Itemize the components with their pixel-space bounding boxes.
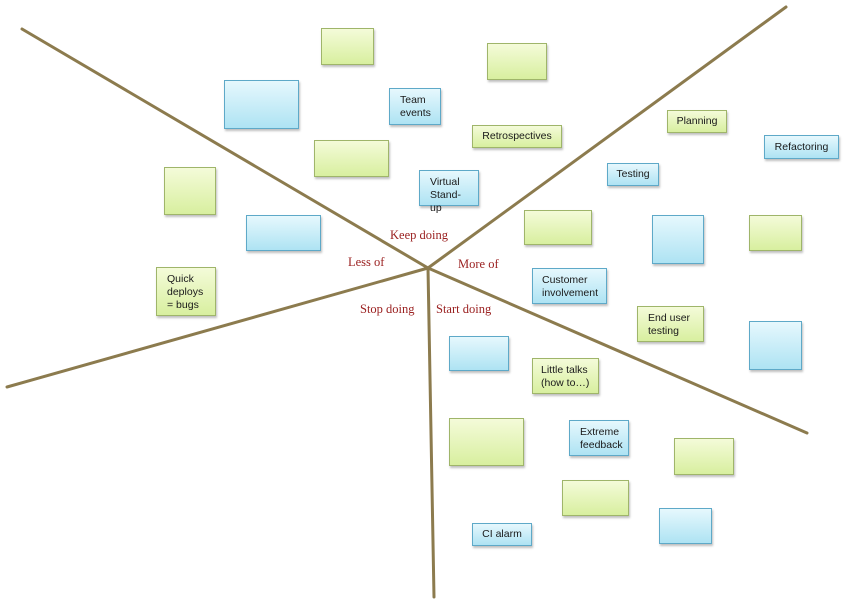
note-text: Testing: [616, 168, 650, 180]
note-text: End user testing: [648, 312, 691, 337]
note-text: Planning: [676, 115, 718, 127]
sticky-note[interactable]: [449, 418, 524, 466]
label-more-of: More of: [458, 257, 499, 271]
note-text: Virtual Stand-up: [430, 176, 461, 214]
note-text: Quick deploys = bugs: [167, 273, 204, 311]
axis-line-upper-right: [426, 5, 788, 270]
note-refactoring[interactable]: Refactoring: [764, 135, 839, 159]
axis-line-lower-right: [426, 266, 809, 435]
sticky-note[interactable]: [314, 140, 389, 177]
axis-line-lower-left: [5, 266, 430, 389]
sticky-note[interactable]: [749, 215, 802, 251]
note-little-talks[interactable]: Little talks (how to…): [532, 358, 599, 394]
sticky-note[interactable]: [562, 480, 629, 516]
note-text: Customer involvement: [542, 274, 599, 299]
sticky-note[interactable]: [164, 167, 216, 215]
sticky-note[interactable]: [321, 28, 374, 65]
note-text: Little talks (how to…): [541, 364, 590, 389]
sticky-note[interactable]: [449, 336, 509, 371]
axis-line-bottom: [426, 266, 436, 599]
note-testing[interactable]: Testing: [607, 163, 659, 186]
note-text: Refactoring: [774, 140, 829, 153]
note-team-events[interactable]: Team events: [389, 88, 441, 125]
sticky-note[interactable]: [659, 508, 712, 544]
note-text: Retrospectives: [482, 130, 552, 142]
note-quick-deploys-bugs[interactable]: Quick deploys = bugs: [156, 267, 216, 316]
sticky-note[interactable]: [487, 43, 547, 80]
note-text: Team events: [400, 94, 431, 119]
sticky-note[interactable]: [246, 215, 321, 251]
sticky-note[interactable]: [749, 321, 802, 370]
sticky-note[interactable]: [674, 438, 734, 475]
label-stop-doing: Stop doing: [360, 302, 415, 316]
label-less-of: Less of: [348, 255, 385, 269]
sticky-note[interactable]: [524, 210, 592, 245]
note-virtual-standup[interactable]: Virtual Stand-up: [419, 170, 479, 214]
note-text: Extreme feedback: [580, 426, 623, 451]
label-start-doing: Start doing: [436, 302, 492, 316]
note-end-user-testing[interactable]: End user testing: [637, 306, 704, 342]
note-text: CI alarm: [482, 528, 522, 540]
note-ci-alarm[interactable]: CI alarm: [472, 523, 532, 546]
note-planning[interactable]: Planning: [667, 110, 727, 133]
note-retrospectives[interactable]: Retrospectives: [472, 125, 562, 148]
sticky-note[interactable]: [652, 215, 704, 264]
label-keep-doing: Keep doing: [390, 228, 448, 242]
note-customer-involvement[interactable]: Customer involvement: [532, 268, 607, 304]
note-extreme-feedback[interactable]: Extreme feedback: [569, 420, 629, 456]
sticky-note[interactable]: [224, 80, 299, 129]
axis-line-upper-left: [20, 27, 430, 270]
